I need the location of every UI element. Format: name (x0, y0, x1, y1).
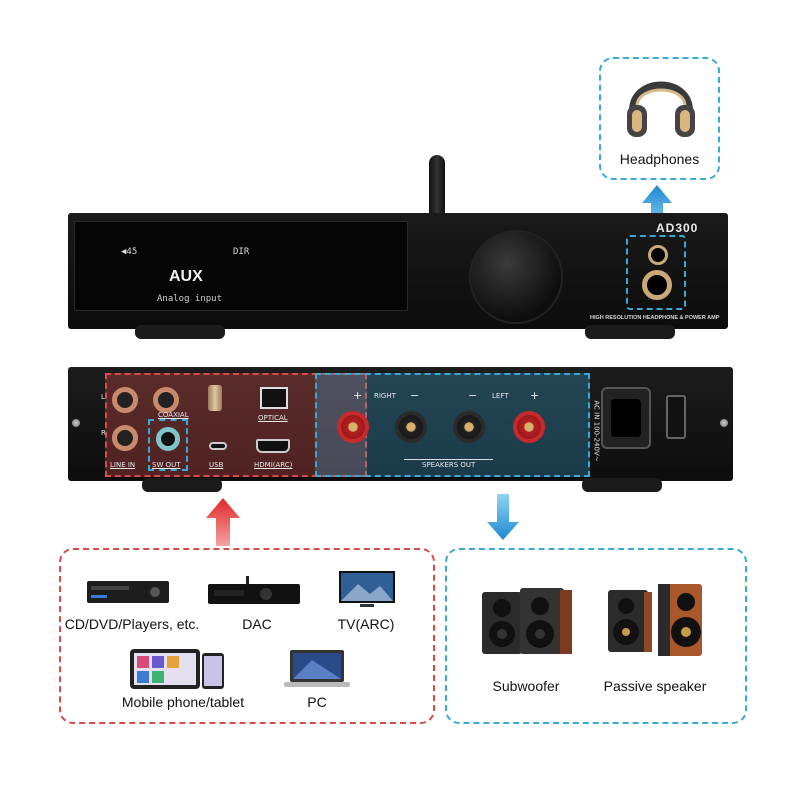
laptop-icon (282, 648, 352, 690)
sw-out-highlight (148, 419, 188, 471)
hdmi-port[interactable] (256, 439, 290, 453)
input-label-4: PC (307, 694, 327, 710)
speakers-out-label: SPEAKERS OUT (404, 459, 494, 469)
rear-panel: L R LINE IN COAXIAL SW OUT OPTICAL USB H… (68, 367, 733, 481)
dac-icon (206, 574, 302, 608)
subwoofer-speakers-icon (480, 586, 574, 656)
right-label: RIGHT (374, 392, 396, 400)
arrow-up-red-icon (206, 498, 240, 546)
arrow-up-icon (642, 185, 672, 231)
display-title: AUX (169, 268, 203, 285)
front-foot-left (135, 325, 225, 339)
line-in-right-jack[interactable] (112, 425, 138, 451)
input-label-1: DAC (242, 616, 272, 632)
optical-port[interactable] (260, 387, 288, 409)
sw-out-label: SW OUT (152, 461, 181, 469)
tv-icon (338, 570, 396, 610)
input-label-2: TV(ARC) (337, 616, 395, 632)
front-panel: ◀45 DIR AUX Analog input AD300 HIGH RESO… (68, 213, 728, 329)
coaxial-label: COAXIAL (158, 411, 189, 419)
input-devices-box (59, 548, 435, 724)
headphones-callout: Headphones (599, 57, 720, 180)
rear-foot-left (142, 478, 222, 492)
output-label-1: Passive speaker (603, 678, 707, 694)
headphones-icon (623, 65, 699, 145)
line-in-label: LINE IN (110, 461, 136, 469)
usb-label: USB (209, 461, 224, 469)
antenna (429, 155, 445, 219)
front-tagline: HIGH RESOLUTION HEADPHONE & POWER AMP (590, 315, 720, 321)
display-screen: ◀45 DIR AUX Analog input (74, 221, 408, 311)
screw (72, 419, 80, 427)
channel-right-label: R (101, 429, 106, 437)
left-plus-label: + (530, 389, 540, 402)
optical-label: OPTICAL (258, 414, 288, 422)
brand-logo: AD300 (656, 221, 699, 235)
left-negative-terminal[interactable] (453, 411, 485, 443)
output-label-0: Subwoofer (492, 678, 560, 694)
display-volume: ◀45 (121, 247, 138, 257)
right-plus-label: + (353, 389, 363, 402)
input-label-0: CD/DVD/Players, etc. (64, 616, 200, 632)
hdmi-label: HDMI(ARC) (254, 461, 293, 469)
headphone-jack-highlight (626, 235, 686, 310)
right-positive-terminal[interactable] (337, 411, 369, 443)
ac-power-inlet[interactable] (601, 387, 651, 449)
coaxial-jack[interactable] (153, 387, 179, 413)
headphone-jack-large[interactable] (642, 270, 672, 300)
rear-foot-right (582, 478, 662, 492)
front-foot-right (585, 325, 675, 339)
left-minus-label: − (468, 389, 478, 402)
inlet-socket (611, 399, 641, 437)
right-negative-terminal[interactable] (395, 411, 427, 443)
right-minus-label: − (410, 389, 420, 402)
headphones-label: Headphones (619, 151, 700, 167)
dvd-player-icon (85, 575, 171, 609)
passive-speakers-icon (604, 582, 710, 658)
left-label: LEFT (492, 392, 509, 400)
channel-left-label: L (101, 393, 105, 401)
volume-knob[interactable] (471, 232, 561, 322)
left-positive-terminal[interactable] (513, 411, 545, 443)
antenna-connector[interactable] (208, 385, 222, 411)
arrow-down-blue-icon (487, 494, 519, 540)
headphone-jack-small[interactable] (648, 245, 668, 265)
power-switch[interactable] (666, 395, 686, 439)
screw (720, 419, 728, 427)
mobile-tablet-icon (122, 647, 228, 691)
line-in-left-jack[interactable] (112, 387, 138, 413)
output-devices-box (445, 548, 747, 724)
sw-out-jack[interactable] (156, 427, 180, 451)
ac-in-label: AC IN 100-240V~ (592, 400, 601, 462)
usb-port[interactable] (209, 442, 227, 450)
display-subtitle: Analog input (157, 294, 223, 304)
input-label-3: Mobile phone/tablet (121, 694, 245, 710)
display-source-flag: DIR (233, 247, 250, 257)
